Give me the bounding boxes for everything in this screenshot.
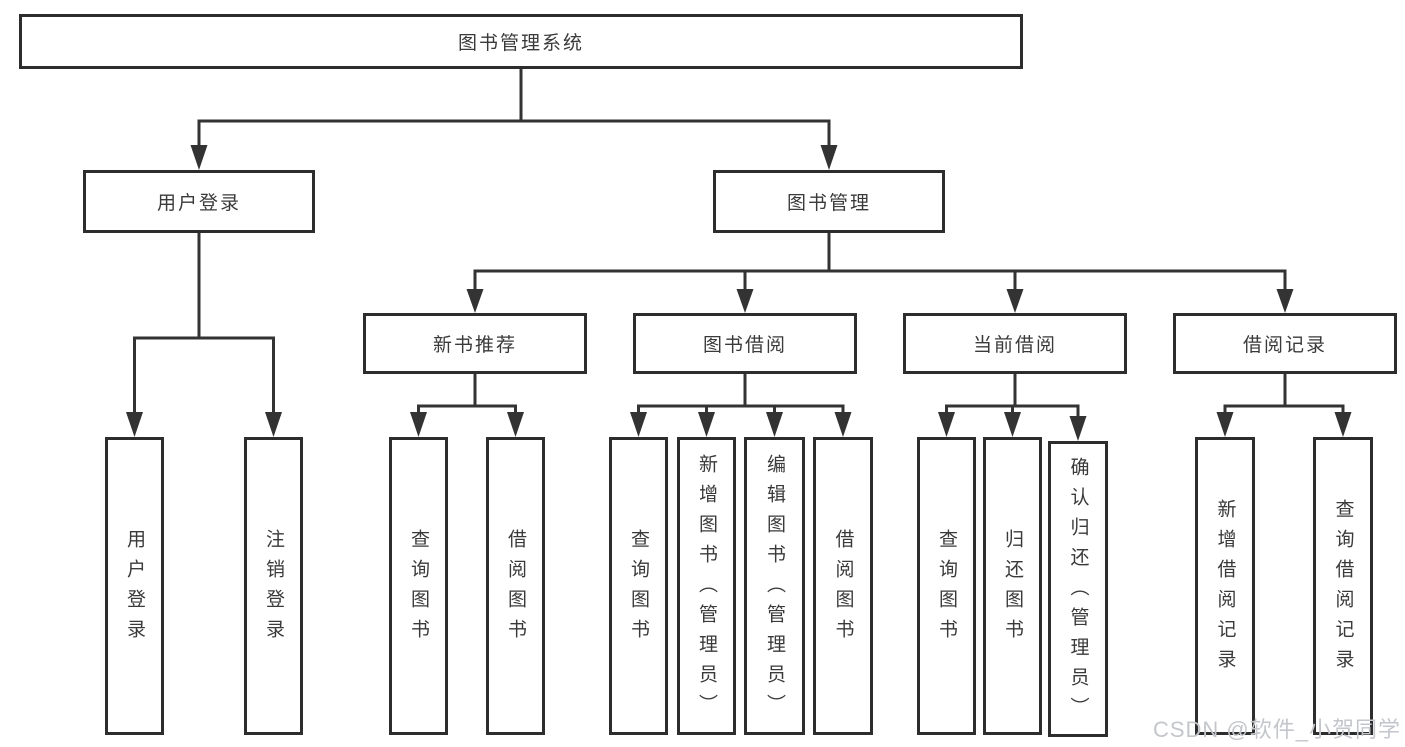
leaf-add-books-admin: 新增图书（管理员） bbox=[677, 437, 736, 735]
leaf-recommend-borrow-books: 借阅图书 bbox=[486, 437, 545, 735]
leaf-query-borrow-record: 查询借阅记录 bbox=[1313, 437, 1373, 735]
node-new-book-recommend: 新书推荐 bbox=[363, 313, 587, 374]
node-current-borrow: 当前借阅 bbox=[903, 313, 1127, 374]
node-root-library-system: 图书管理系统 bbox=[19, 14, 1023, 69]
leaf-borrow-books: 借阅图书 bbox=[813, 437, 873, 735]
watermark-text: CSDN @软件_小贺同学 bbox=[1152, 717, 1401, 742]
leaf-user-login: 用户登录 bbox=[105, 437, 164, 735]
leaf-confirm-return-admin: 确认归还（管理员） bbox=[1048, 441, 1108, 737]
leaf-add-borrow-record: 新增借阅记录 bbox=[1195, 437, 1255, 735]
node-book-borrow: 图书借阅 bbox=[633, 313, 857, 374]
node-borrow-records: 借阅记录 bbox=[1173, 313, 1397, 374]
leaf-return-books: 归还图书 bbox=[983, 437, 1042, 735]
node-user-login-branch: 用户登录 bbox=[83, 170, 315, 233]
leaf-edit-books-admin: 编辑图书（管理员） bbox=[744, 437, 805, 735]
leaf-recommend-query-books: 查询图书 bbox=[389, 437, 448, 735]
leaf-logout: 注销登录 bbox=[244, 437, 303, 735]
leaf-borrow-query-books: 查询图书 bbox=[609, 437, 668, 735]
leaf-current-query-books: 查询图书 bbox=[917, 437, 976, 735]
node-book-management-branch: 图书管理 bbox=[713, 170, 945, 233]
